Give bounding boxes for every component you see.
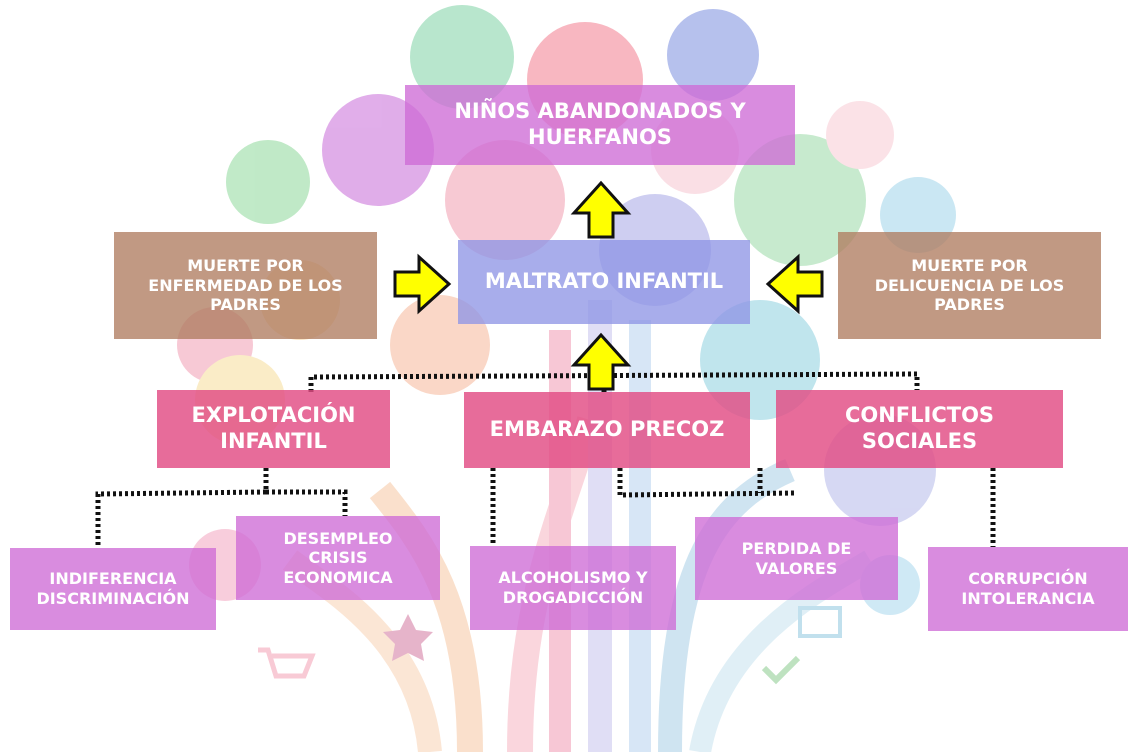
check-icon — [761, 655, 801, 685]
arrow-left-to-center — [765, 253, 825, 315]
node-label: MALTRATO INFANTIL — [484, 269, 724, 294]
monitor-icon — [445, 140, 565, 260]
arrow-right-to-center — [392, 253, 452, 315]
chat-icon — [734, 134, 866, 266]
node-label: EMBARAZO PRECOZ — [489, 417, 725, 442]
music-icon — [667, 9, 759, 101]
trunk-arrow — [369, 481, 483, 752]
node-label: CONFLICTOS SOCIALES — [844, 403, 995, 453]
connector-explotacion-desempleo — [266, 489, 348, 516]
camera-icon — [226, 140, 310, 224]
node-label: EXPLOTACIÓN INFANTIL — [191, 403, 356, 453]
node-corrupcion-intolerancia: CORRUPCIÓN INTOLERANCIA — [928, 547, 1128, 631]
node-maltrato-infantil: MALTRATO INFANTIL — [458, 240, 750, 324]
star-icon — [383, 614, 433, 661]
node-label: ALCOHOLISMO Y DROGADICCIÓN — [498, 568, 648, 607]
node-explotacion-infantil: EXPLOTACIÓN INFANTIL — [157, 390, 390, 468]
cart-icon — [258, 647, 316, 679]
node-ninos-abandonados: NIÑOS ABANDONADOS Y HUERFANOS — [405, 85, 795, 165]
node-alcoholismo-drogadiccion: ALCOHOLISMO Y DROGADICCIÓN — [470, 546, 676, 630]
connector-explotacion-leaves — [95, 468, 269, 548]
node-label: MUERTE POR ENFERMEDAD DE LOS PADRES — [148, 256, 343, 315]
node-embarazo-precoz: EMBARAZO PRECOZ — [464, 392, 750, 468]
node-label: DESEMPLEO CRISIS ECONOMICA — [283, 528, 393, 587]
node-label: PERDIDA DE VALORES — [741, 538, 852, 578]
node-muerte-enfermedad: MUERTE POR ENFERMEDAD DE LOS PADRES — [114, 232, 377, 339]
arrow-up-to-top — [570, 180, 632, 240]
node-perdida-valores: PERDIDA DE VALORES — [695, 517, 898, 600]
node-indiferencia-discriminacion: INDIFERENCIA DISCRIMINACIÓN — [10, 548, 216, 630]
node-label: INDIFERENCIA DISCRIMINACIÓN — [36, 569, 190, 608]
node-label: CORRUPCIÓN INTOLERANCIA — [961, 569, 1095, 608]
node-desempleo-crisis: DESEMPLEO CRISIS ECONOMICA — [236, 516, 440, 600]
people-icon — [410, 5, 514, 109]
node-label: NIÑOS ABANDONADOS Y HUERFANOS — [454, 99, 746, 149]
node-conflictos-sociales: CONFLICTOS SOCIALES — [776, 390, 1063, 468]
node-label: MUERTE POR DELICUENCIA DE LOS PADRES — [874, 256, 1065, 315]
arrow-up-to-center — [570, 332, 632, 392]
node-muerte-delicuencia: MUERTE POR DELICUENCIA DE LOS PADRES — [838, 232, 1101, 339]
connector-embarazo-perdida — [617, 468, 797, 498]
mail-icon — [798, 606, 842, 638]
